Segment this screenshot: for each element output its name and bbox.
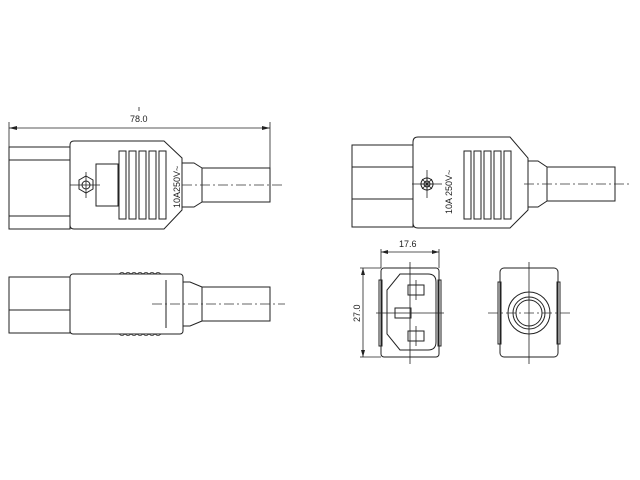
plan-view-right: 10A 250V~ <box>351 136 630 229</box>
dimension-width-label: 17.6 <box>399 239 417 249</box>
dimension-length-label: 78.0 <box>130 114 148 124</box>
rating-label-left: 10A250V~ <box>172 166 182 208</box>
dimension-height-label: 27.0 <box>352 304 362 322</box>
front-face-view: 17.6 27.0 <box>352 239 444 364</box>
rating-label-right: 10A 250V~ <box>444 170 454 214</box>
rear-view <box>488 262 570 364</box>
plan-view-left: 78.0 10A250V~ <box>8 107 285 230</box>
side-view-left <box>8 272 285 336</box>
